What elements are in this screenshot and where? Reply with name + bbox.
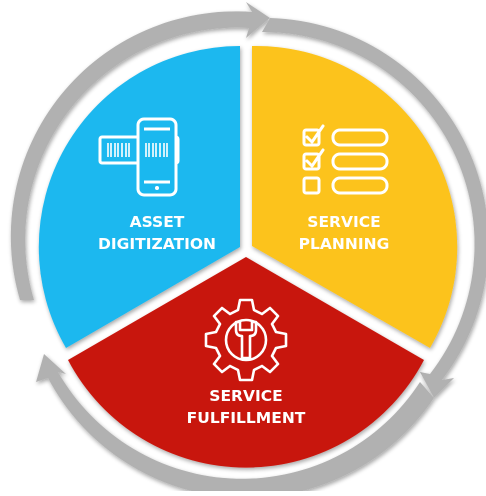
segment-asset-digitization[interactable] [38, 45, 241, 348]
service-fulfillment-label-line2: FULFILLMENT [187, 409, 306, 427]
labels: ASSET DIGITIZATION SERVICE PLANNING SERV… [98, 213, 389, 427]
segments [38, 45, 458, 468]
segment-service-planning[interactable] [252, 45, 458, 349]
cycle-ring [10, 2, 486, 496]
service-planning-label-line1: SERVICE [307, 213, 380, 231]
asset-digitization-label-line2: DIGITIZATION [98, 235, 216, 253]
phone-barcode-scanner-icon [98, 117, 180, 197]
checklist-icon [302, 124, 389, 195]
gear-wrench-icon [204, 298, 288, 382]
ring-arrow-right [262, 18, 486, 398]
service-fulfillment-label-line1: SERVICE [209, 387, 282, 405]
asset-digitization-label-line1: ASSET [130, 213, 185, 231]
service-planning-label-line2: PLANNING [299, 235, 390, 253]
ring-arrow-bottom [36, 354, 434, 496]
segment-service-fulfillment[interactable] [68, 257, 424, 468]
